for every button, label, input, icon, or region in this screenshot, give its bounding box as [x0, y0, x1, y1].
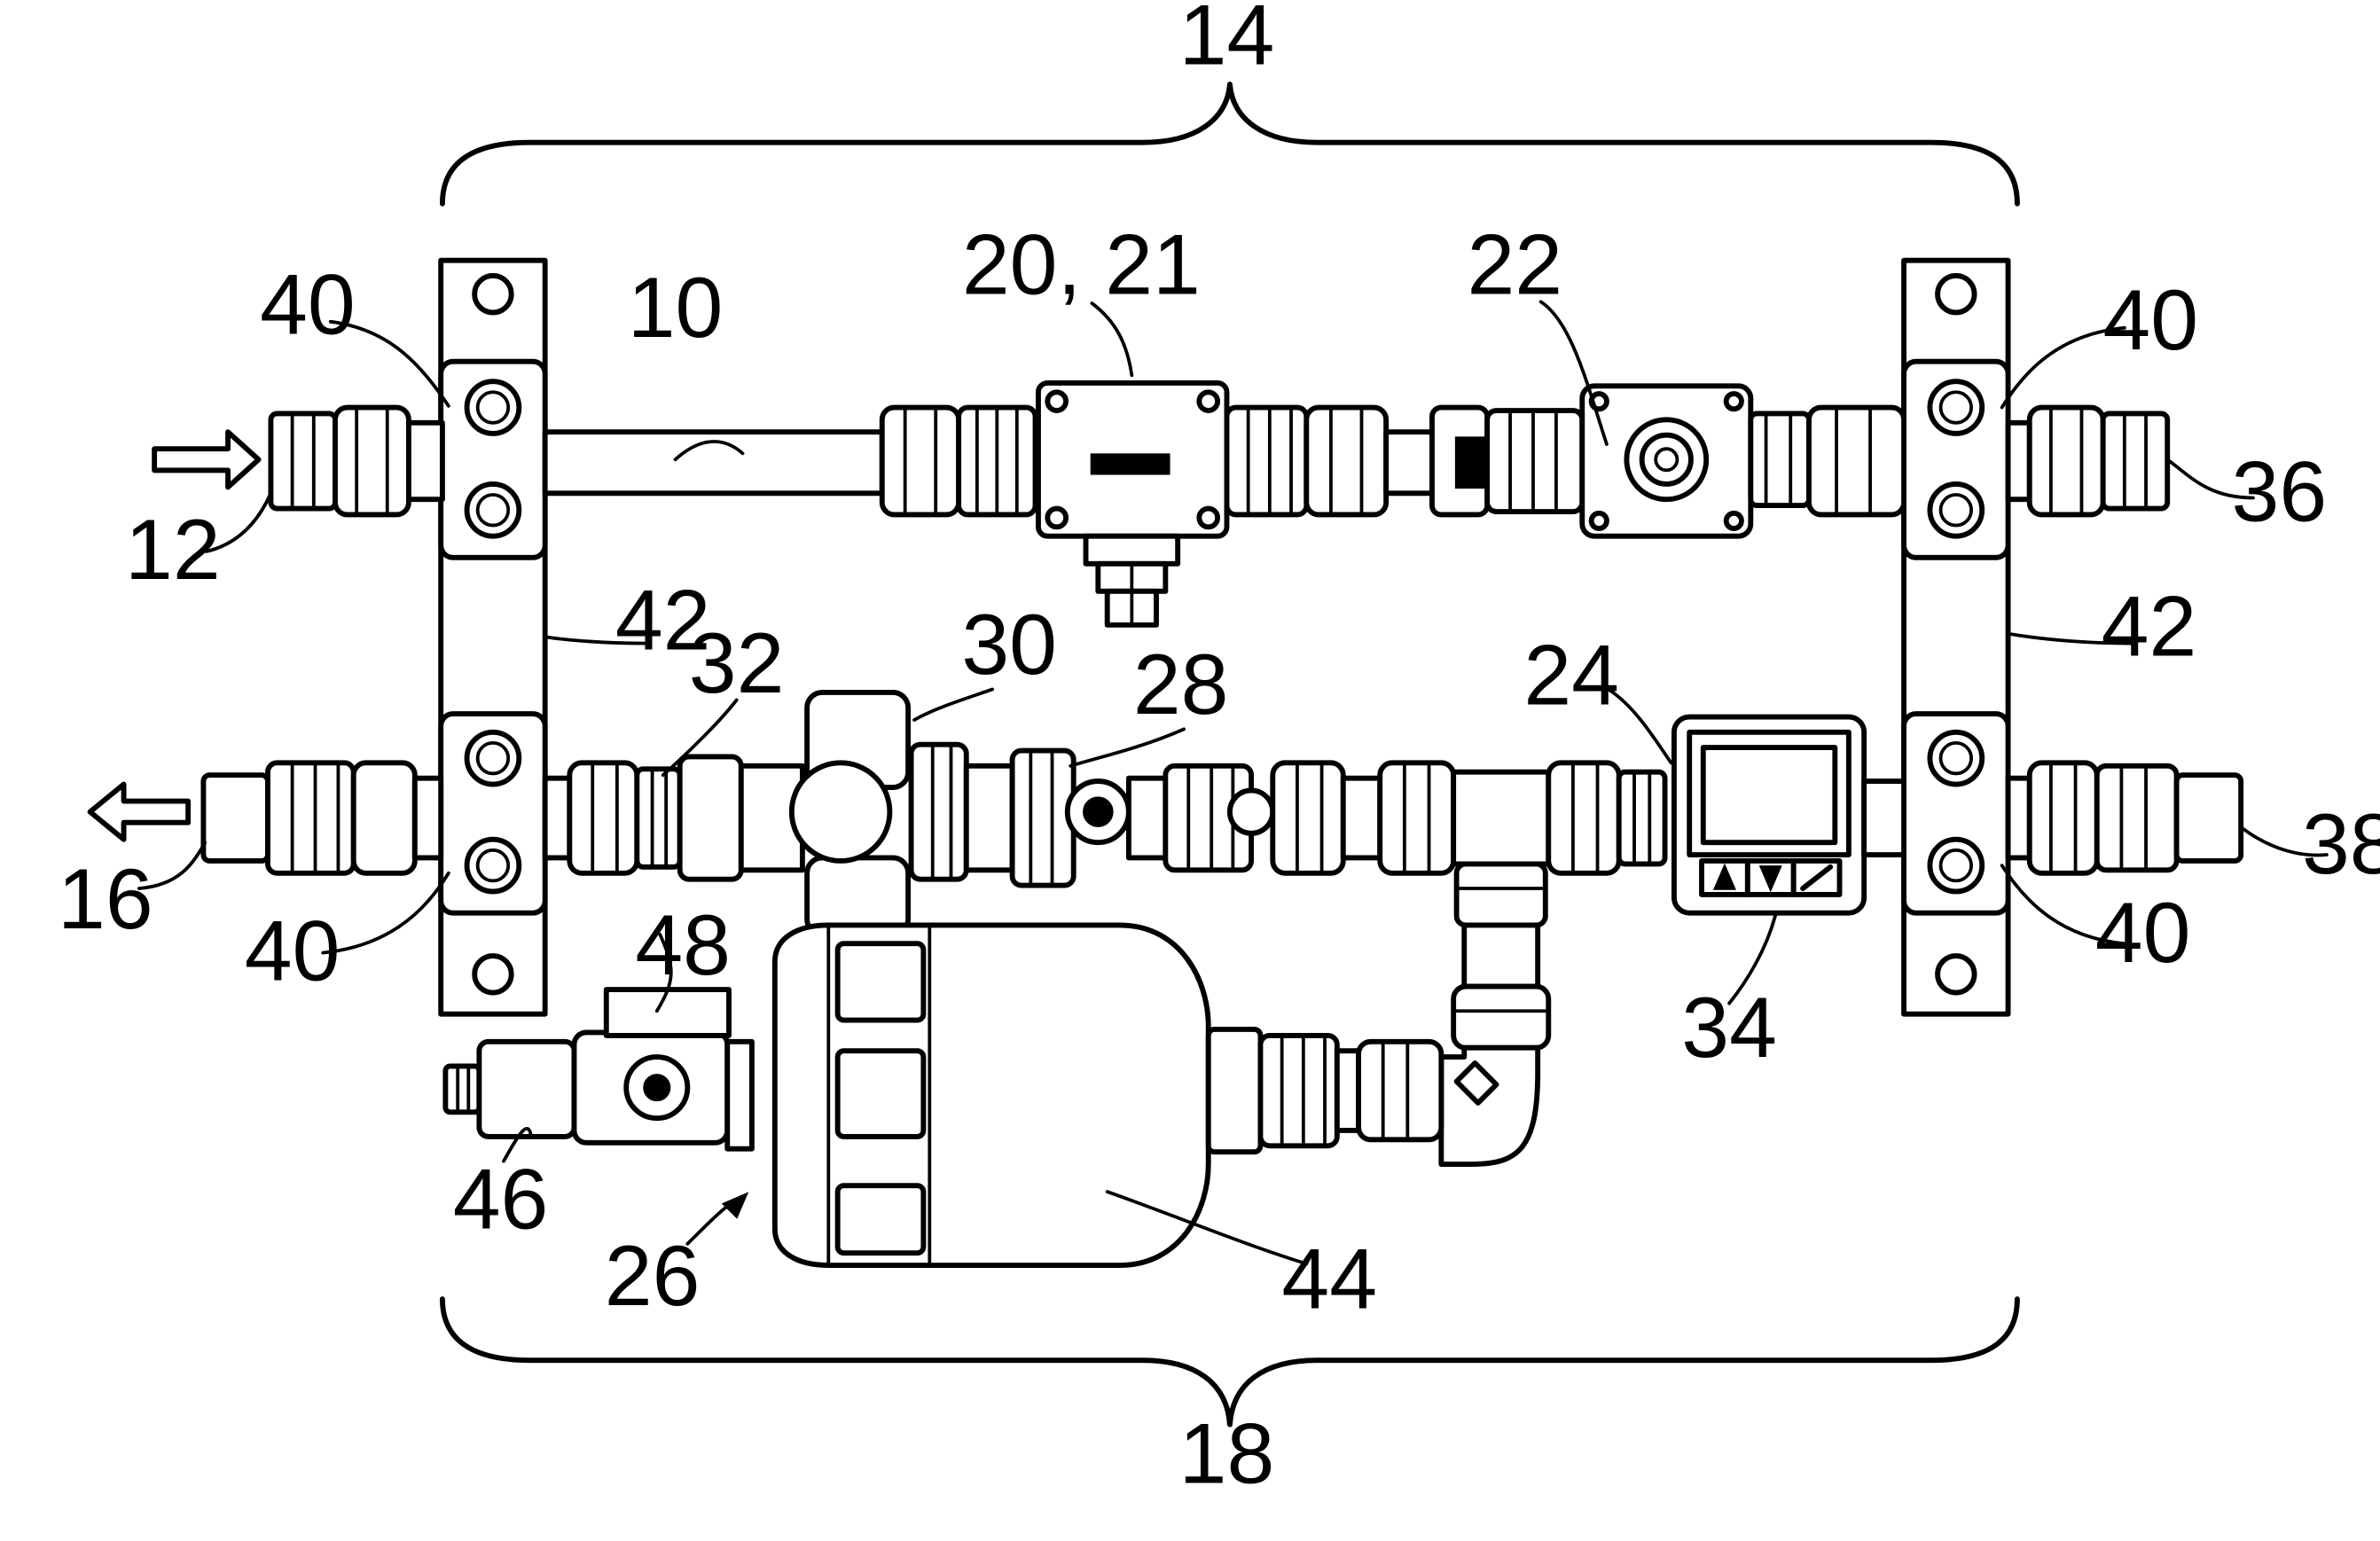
tee-drop-elbow	[1441, 864, 1548, 1164]
label-20-21: 20, 21	[962, 216, 1201, 313]
label-34: 34	[1681, 979, 1777, 1076]
outlet-arrow-icon	[90, 785, 189, 840]
label-36: 36	[2232, 442, 2328, 539]
label-40-top-right: 40	[2102, 271, 2198, 368]
inlet-arrow-icon	[154, 432, 258, 487]
label-42-left: 42	[615, 572, 711, 669]
label-16: 16	[58, 850, 153, 947]
label-40-bottom-left: 40	[245, 903, 341, 999]
label-38: 38	[2302, 795, 2380, 892]
label-40-top-left: 40	[260, 256, 356, 353]
label-10: 10	[628, 259, 724, 356]
filter-assembly	[445, 925, 1441, 1265]
label-18: 18	[1179, 1404, 1275, 1501]
label-24: 24	[1523, 627, 1619, 724]
top-brace	[442, 84, 2017, 204]
label-30: 30	[961, 596, 1057, 692]
label-12: 12	[125, 501, 221, 598]
label-40-bottom-right: 40	[2095, 884, 2191, 981]
label-26: 26	[605, 1227, 701, 1324]
label-42-right: 42	[2102, 577, 2197, 674]
label-48: 48	[635, 896, 731, 993]
upper-pipe-line	[270, 383, 2167, 625]
label-14: 14	[1179, 0, 1275, 83]
left-bracket	[441, 261, 544, 1014]
label-22: 22	[1467, 216, 1562, 313]
label-28: 28	[1133, 636, 1229, 732]
reference-numerals: 14 18 10 12 16 20, 21 22 24 26 28 30 32 …	[58, 0, 2380, 1501]
right-bracket	[1904, 261, 2008, 1014]
label-44: 44	[1281, 1230, 1377, 1326]
label-46: 46	[453, 1151, 549, 1248]
